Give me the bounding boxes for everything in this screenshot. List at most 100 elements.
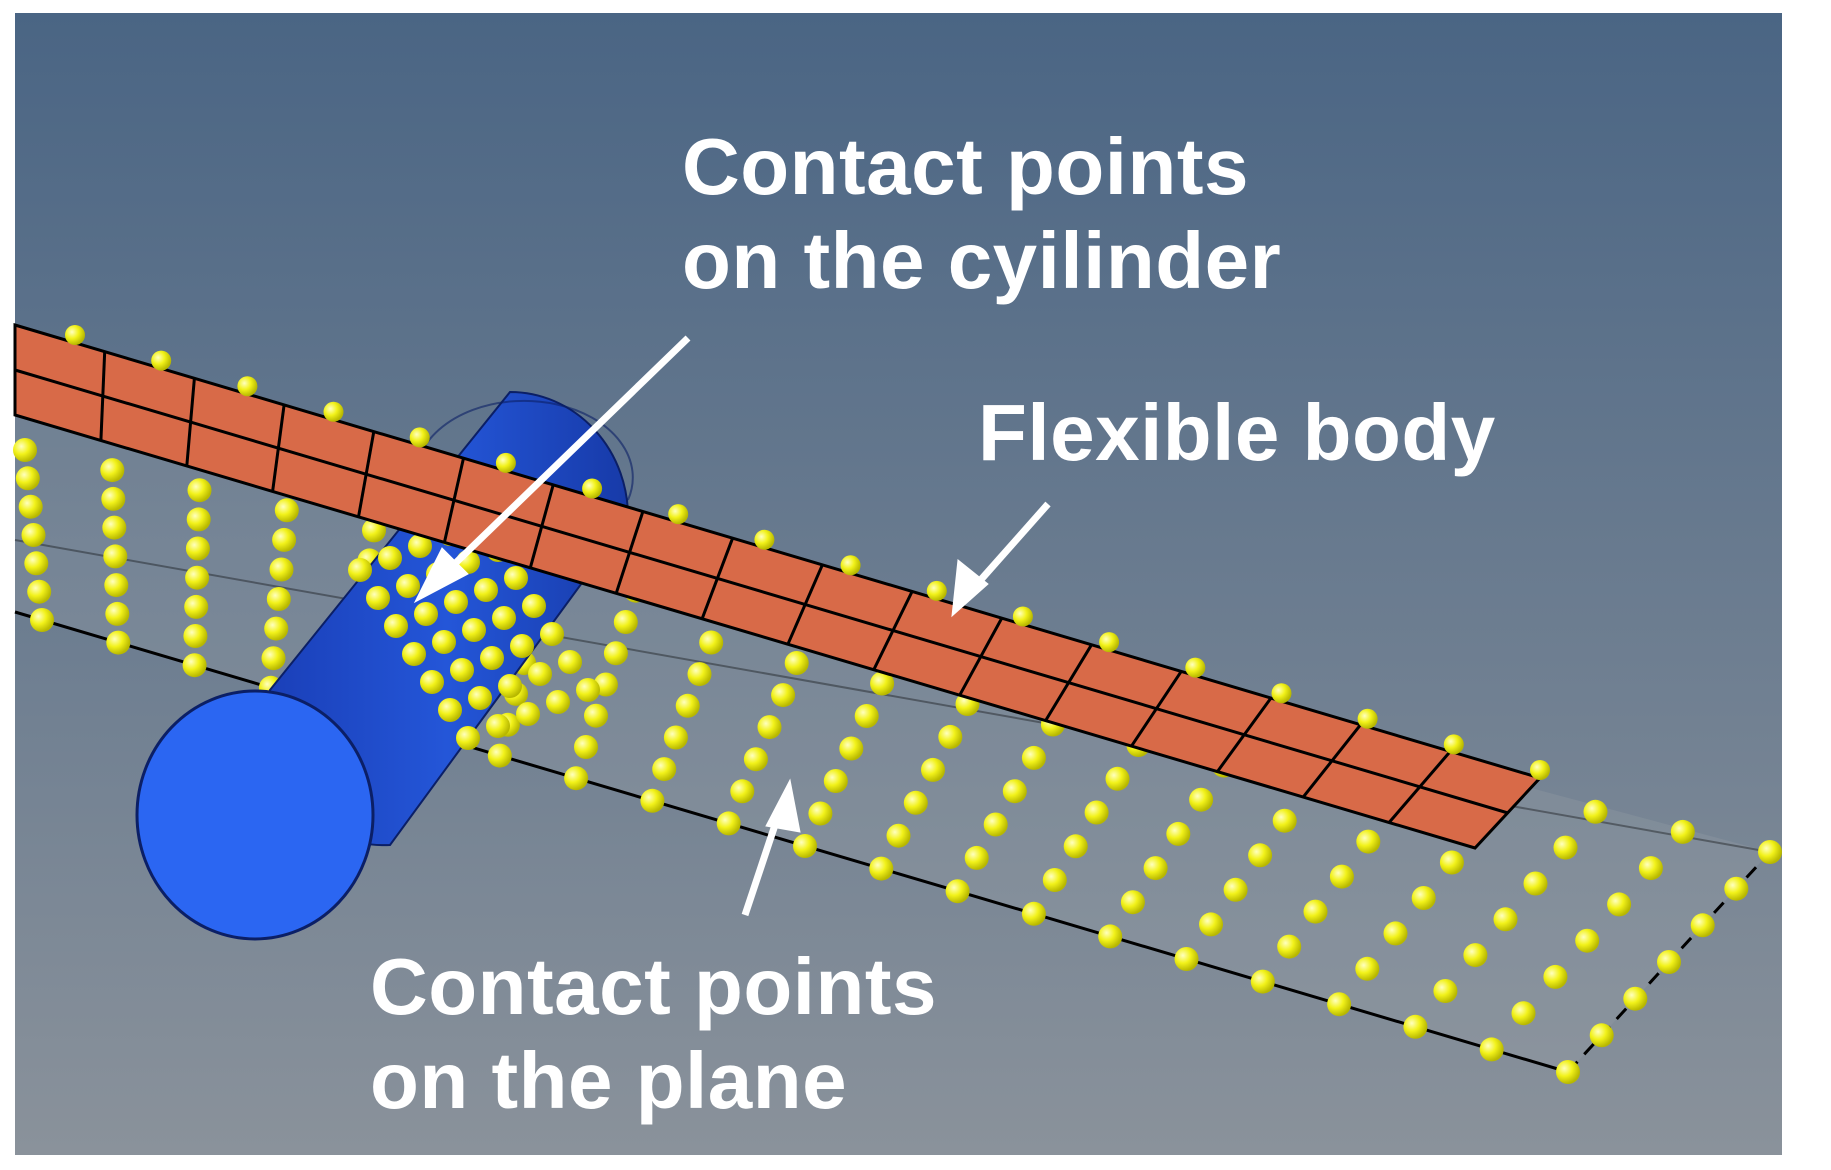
plane-contact-point bbox=[652, 757, 677, 782]
plane-contact-point bbox=[869, 856, 894, 881]
cylinder-contact-point bbox=[420, 670, 444, 694]
arrow-plane-points-head bbox=[765, 778, 801, 833]
arrow-flexible-body bbox=[967, 501, 1051, 595]
cylinder-contact-point bbox=[468, 686, 492, 710]
plane-contact-point bbox=[102, 515, 127, 540]
plane-contact-point bbox=[1143, 856, 1168, 881]
plane-contact-point bbox=[1583, 799, 1608, 824]
plane-contact-point bbox=[1690, 913, 1715, 938]
plane-contact-point bbox=[784, 651, 809, 675]
plane-contact-point bbox=[757, 715, 782, 740]
arrow-cylinder-points bbox=[435, 335, 691, 583]
plane-contact-point bbox=[266, 587, 291, 611]
cylinder-contact-point bbox=[366, 586, 390, 610]
plane-contact-point bbox=[1327, 992, 1352, 1017]
plane-contact-point bbox=[808, 801, 833, 826]
plane-contact-point bbox=[1511, 1001, 1536, 1026]
label-flexible-body-text: Flexible body bbox=[978, 388, 1496, 477]
plane-contact-point bbox=[1493, 907, 1518, 932]
label-cylinder-line2: on the cyilinder bbox=[682, 216, 1282, 305]
plane-contact-point bbox=[1623, 986, 1648, 1011]
plane-contact-point bbox=[184, 594, 209, 619]
plane-contact-point bbox=[903, 790, 928, 815]
cylinder-contact-point bbox=[456, 726, 480, 750]
cylinder-contact-point bbox=[516, 702, 540, 726]
plane-contact-point bbox=[1356, 829, 1381, 854]
plane-contact-point bbox=[823, 769, 848, 793]
mesh-line-transverse bbox=[1044, 644, 1093, 722]
plane-contact-point bbox=[771, 683, 796, 708]
mesh-line-longitudinal bbox=[14, 368, 1509, 815]
plane-contact-point bbox=[1329, 864, 1354, 889]
plane-contact-point bbox=[854, 704, 879, 728]
mesh-line-transverse bbox=[786, 564, 824, 645]
plane-contact-point bbox=[30, 608, 54, 632]
plane-contact-point bbox=[1589, 1023, 1614, 1048]
plane-contact-point bbox=[185, 536, 210, 561]
mesh-line-transverse bbox=[700, 537, 735, 620]
label-plane-contact-points: Contact points on the plane bbox=[370, 940, 937, 1128]
mesh-line-transverse bbox=[872, 590, 914, 671]
plane-contact-point bbox=[1479, 1037, 1504, 1062]
plane-contact-point bbox=[945, 879, 970, 904]
mesh-line-transverse bbox=[271, 404, 286, 492]
plane-contact-point bbox=[24, 551, 49, 576]
plane-contact-point bbox=[699, 630, 724, 655]
plane-contact-point bbox=[1556, 1060, 1580, 1084]
plane-contact-point bbox=[870, 671, 895, 696]
plane-contact-point bbox=[13, 438, 37, 462]
plane-contact-point bbox=[487, 743, 512, 768]
plane-contact-point bbox=[100, 458, 125, 483]
flexible-body-contact-point bbox=[668, 504, 689, 525]
plane-contact-point bbox=[743, 747, 768, 772]
mesh-line-transverse bbox=[614, 511, 645, 594]
label-cylinder-line1: Contact points bbox=[682, 122, 1249, 211]
cylinder-contact-point bbox=[576, 678, 600, 702]
plane-contact-point bbox=[1189, 787, 1214, 812]
cylinder-front-face bbox=[135, 689, 375, 941]
plane-contact-point bbox=[1553, 835, 1578, 860]
plane-contact-point bbox=[1657, 950, 1681, 974]
plane-contact-point bbox=[1098, 924, 1123, 949]
plane-contact-point bbox=[274, 498, 299, 523]
label-plane-line2: on the plane bbox=[370, 1036, 848, 1125]
cylinder-contact-point bbox=[528, 662, 552, 686]
plane-contact-point bbox=[15, 466, 40, 491]
plane-contact-point bbox=[272, 527, 297, 552]
plane-contact-point bbox=[1063, 834, 1088, 859]
plane-contact-point bbox=[1105, 766, 1130, 791]
cylinder-contact-point bbox=[408, 534, 432, 558]
cylinder-contact-point bbox=[498, 674, 522, 698]
cylinder-contact-point bbox=[462, 618, 486, 642]
flexible-body-contact-point bbox=[840, 555, 861, 576]
callout-arrows bbox=[413, 335, 1051, 917]
flexible-body bbox=[13, 322, 1543, 850]
plane-contact-point bbox=[1223, 877, 1248, 902]
flexible-body-contact-point bbox=[409, 427, 430, 448]
plane-contact-point bbox=[640, 788, 665, 813]
flexible-body-contact-point bbox=[323, 401, 344, 422]
flexible-body-contact-point bbox=[1530, 760, 1550, 780]
flexible-body-contact-point bbox=[495, 452, 516, 473]
plane-contact-point bbox=[793, 834, 817, 858]
plane-contact-point bbox=[1724, 876, 1749, 901]
plane-contact-point bbox=[105, 601, 130, 626]
plane-contact-point bbox=[886, 823, 911, 848]
plane-contact-point bbox=[264, 616, 289, 641]
plane-contact-point bbox=[101, 486, 126, 511]
plane-contact-point bbox=[106, 630, 131, 655]
plane-contact-point bbox=[1166, 821, 1191, 846]
plane-contact-point bbox=[104, 573, 129, 598]
flexible-body-contact-point bbox=[1271, 683, 1292, 704]
plane-contact-point bbox=[1084, 800, 1109, 825]
plane-contact-point bbox=[1670, 819, 1695, 844]
plane-contact-point bbox=[964, 845, 989, 870]
mesh-line-transverse bbox=[442, 457, 465, 543]
plane-contact-point bbox=[1463, 943, 1488, 968]
mesh-line-transverse bbox=[357, 431, 376, 518]
cylinder-contact-point bbox=[438, 698, 462, 722]
flexible-body-contact-point bbox=[237, 376, 258, 397]
cylinder-contact-point bbox=[558, 650, 582, 674]
flexible-body-contact-point bbox=[1443, 734, 1464, 755]
plane-contact-point bbox=[1002, 779, 1027, 804]
